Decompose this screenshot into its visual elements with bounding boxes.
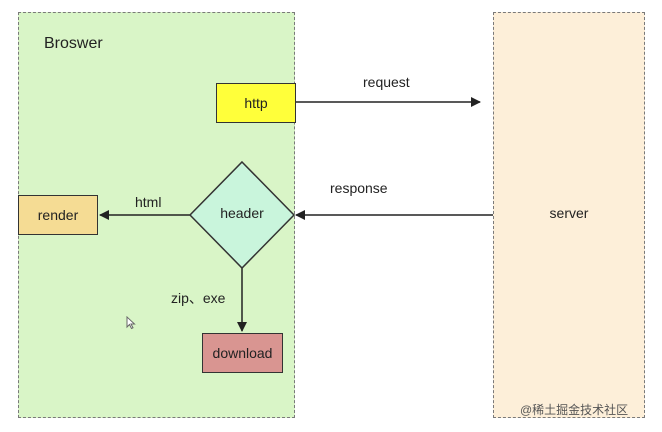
request-label: request [363,74,410,90]
http-node: http [216,83,296,123]
browser-title: Broswer [44,35,103,52]
html-label: html [135,194,162,210]
download-node: download [202,333,283,373]
pointer-cursor-icon [126,316,136,330]
server-container [493,12,645,418]
header-diamond [188,160,296,270]
header-node-label: header [220,205,264,221]
render-node: render [18,195,98,235]
zip-exe-label: zip、exe [171,290,226,306]
watermark-text: @稀土掘金技术社区 [520,403,629,417]
server-label: server [549,205,589,221]
response-label: response [330,180,388,196]
